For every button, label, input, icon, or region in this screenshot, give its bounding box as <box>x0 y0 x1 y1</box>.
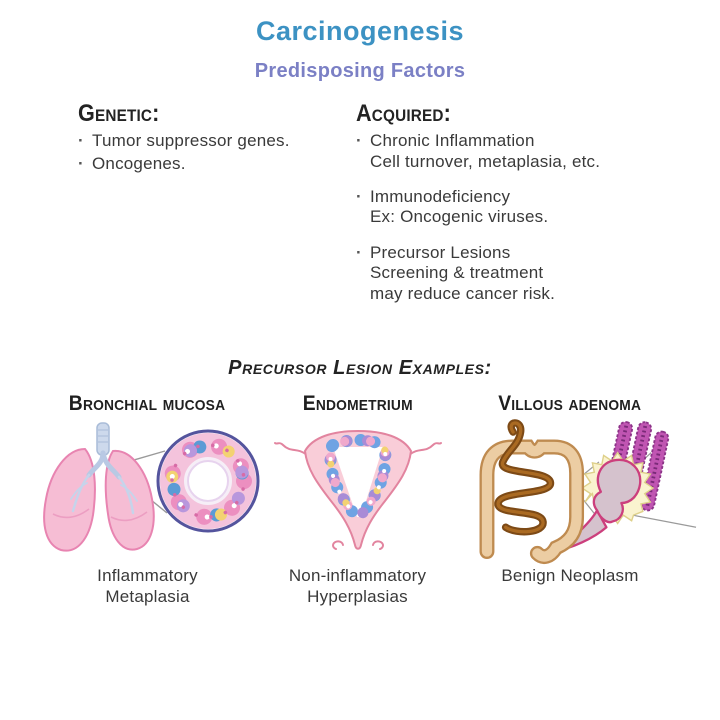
uterus-icon <box>273 429 442 550</box>
predisposing-factors-row: Genetic: Tumor suppressor genes. Oncogen… <box>0 101 720 319</box>
bronchial-mucosa-header: Bronchial mucosa <box>69 391 226 415</box>
example-bronchial-mucosa: Bronchial mucosa <box>33 392 263 607</box>
acquired-item-detail: Ex: Oncogenic viruses. <box>370 207 549 227</box>
acquired-item-title: Chronic Inflammation <box>370 131 535 151</box>
lungs-with-mucosa-cross-section-illustration <box>42 422 259 552</box>
precursor-lesion-examples-heading: Precursor Lesion Examples: <box>228 356 492 379</box>
endometrium-caption: Non-inflammatory Hyperplasias <box>289 566 426 607</box>
caption-line: Metaplasia <box>105 586 190 606</box>
acquired-item-body: Immunodeficiency Ex: Oncogenic viruses. <box>370 187 656 228</box>
bronchial-mucosa-caption: Inflammatory Metaplasia <box>97 566 198 607</box>
bullet-dot <box>78 154 92 174</box>
acquired-item: Precursor Lesions Screening & treatment … <box>356 243 656 304</box>
page-subtitle: Predisposing Factors <box>254 60 466 82</box>
genetic-item-text: Oncogenes. <box>92 153 186 173</box>
acquired-item: Immunodeficiency Ex: Oncogenic viruses. <box>356 187 656 228</box>
genetic-heading: Genetic: <box>78 100 160 127</box>
caption-line: Inflammatory <box>97 565 198 585</box>
genetic-item-text: Tumor suppressor genes. <box>92 131 290 151</box>
bullet-dot <box>78 131 92 151</box>
bullet-dot <box>356 131 370 172</box>
caption-line: Hyperplasias <box>307 586 408 606</box>
caption-line: Non-inflammatory <box>288 565 427 585</box>
acquired-section: Acquired: Chronic Inflammation Cell turn… <box>356 101 656 319</box>
genetic-section: Genetic: Tumor suppressor genes. Oncogen… <box>78 101 356 176</box>
caption-line: Benign Neoplasm <box>501 565 639 585</box>
villous-adenoma-header: Villous adenoma <box>498 391 642 415</box>
villous-adenoma-caption: Benign Neoplasm <box>501 566 638 587</box>
intestine-polyp-villi-illustration <box>479 419 696 564</box>
intestine-icon <box>479 419 584 564</box>
acquired-item-body: Precursor Lesions Screening & treatment … <box>370 243 656 304</box>
page-title: Carcinogenesis <box>255 16 465 46</box>
acquired-item-detail: Cell turnover, metaplasia, etc. <box>370 151 601 171</box>
acquired-item-title: Immunodeficiency <box>370 186 511 206</box>
acquired-item: Chronic Inflammation Cell turnover, meta… <box>356 131 656 172</box>
example-villous-adenoma: Villous adenoma <box>453 391 696 607</box>
hyperplastic-endometrium-cells-icon <box>324 433 391 521</box>
genetic-item: Oncogenes. <box>78 154 356 174</box>
examples-row: Bronchial mucosa <box>0 392 720 607</box>
bronchial-mucosa-ring-icon <box>156 429 259 533</box>
lungs-icon <box>42 422 155 552</box>
acquired-heading: Acquired: <box>356 100 451 127</box>
acquired-item-detail: Screening & treatment <box>370 263 544 283</box>
uterus-illustration <box>273 429 442 550</box>
example-endometrium: Endometrium <box>263 392 453 607</box>
acquired-item-detail: may reduce cancer risk. <box>370 283 556 303</box>
endometrium-header: Endometrium <box>302 391 413 415</box>
bullet-dot <box>356 243 370 304</box>
acquired-item-body: Chronic Inflammation Cell turnover, meta… <box>370 131 656 172</box>
acquired-item-title: Precursor Lesions <box>370 242 511 262</box>
bullet-dot <box>356 187 370 228</box>
genetic-item: Tumor suppressor genes. <box>78 131 356 151</box>
